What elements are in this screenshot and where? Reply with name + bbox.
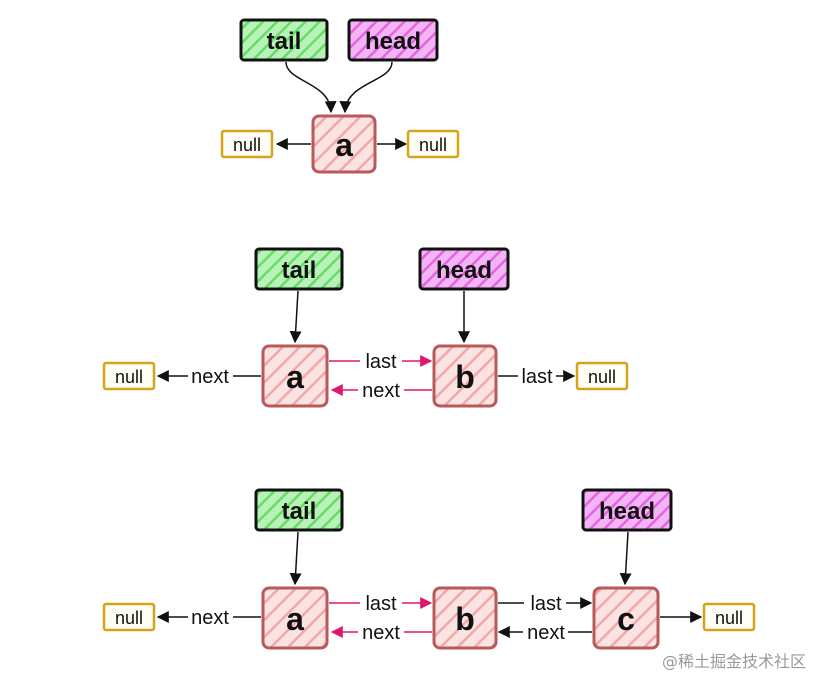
labels-last: last	[365, 593, 397, 615]
watermark: @稀土掘金技术社区	[661, 652, 806, 671]
labels-null: null	[115, 608, 143, 628]
head-pointer-box: head	[581, 488, 673, 532]
tail-pointer-box: tail	[239, 18, 329, 62]
head-label: head	[365, 28, 421, 55]
null-box-left: null	[102, 602, 156, 632]
node-a-label: a	[335, 127, 353, 163]
null-box-right: null	[575, 361, 629, 391]
node-a: a	[261, 586, 329, 650]
labels-null: null	[115, 367, 143, 387]
node-a: a	[261, 344, 329, 408]
nodes-c: c	[617, 601, 635, 637]
tail-label: tail	[267, 28, 302, 55]
section-two-nodes: tail head a b next null last next	[102, 247, 629, 408]
nodes-a: a	[286, 359, 304, 395]
labels-next: next	[191, 607, 229, 629]
tail-to-a-arrow	[289, 531, 302, 586]
head-pointer-box: head	[347, 18, 439, 62]
node-c: c	[592, 586, 660, 650]
null-box-left: null	[102, 361, 156, 391]
labels-null: null	[233, 135, 261, 155]
labels-head: head	[436, 257, 492, 284]
nodes-b: b	[455, 359, 475, 395]
tail-pointer-box: tail	[254, 488, 344, 532]
node-b: b	[432, 344, 498, 408]
labels-null: null	[419, 135, 447, 155]
nodes-b: b	[455, 601, 475, 637]
labels-next: next	[527, 622, 565, 644]
labels-next: next	[362, 622, 400, 644]
next-label: next	[191, 366, 229, 388]
head-to-a-arrow	[339, 61, 393, 114]
labels-tail: tail	[282, 257, 317, 284]
section-three-nodes: tail head a b c next null last	[102, 488, 756, 650]
last-label: last	[521, 366, 553, 388]
tail-to-a-arrow	[285, 61, 337, 114]
section-single-node: tail head a null null	[220, 18, 460, 174]
labels-null: null	[715, 608, 743, 628]
null-box-right: null	[702, 602, 756, 632]
labels-last: last	[530, 593, 562, 615]
last-label: last	[365, 351, 397, 373]
null-box-left: null	[220, 129, 274, 159]
tail-to-a-arrow	[289, 290, 302, 344]
nodes-a: a	[286, 601, 304, 637]
next-label: next	[362, 380, 400, 402]
null-box-right: null	[406, 129, 460, 159]
node-b: b	[432, 586, 498, 650]
node-a: a	[311, 114, 377, 174]
head-to-c-arrow	[619, 531, 632, 586]
head-pointer-box: head	[418, 247, 510, 291]
labels-head: head	[599, 498, 655, 525]
labels-null: null	[588, 367, 616, 387]
tail-pointer-box: tail	[254, 247, 344, 291]
labels-tail: tail	[282, 498, 317, 525]
